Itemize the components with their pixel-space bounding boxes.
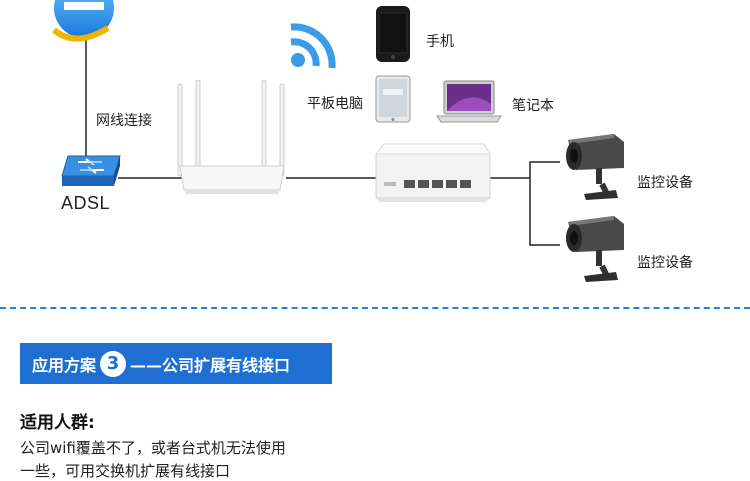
tablet-icon (375, 75, 411, 123)
camera-icon (566, 216, 624, 282)
banner-prefix: 应用方案 (32, 355, 97, 375)
router-icon (177, 80, 285, 194)
description-line-1: 公司wifi覆盖不了，或者台式机无法使用 (20, 439, 286, 457)
camera-2-label: 监控设备 (637, 255, 693, 271)
adsl-label: ADSL (61, 193, 111, 213)
target-users-title: 适用人群: (20, 413, 95, 433)
connection-lines (85, 40, 560, 246)
switch-icon (374, 143, 491, 202)
tablet-label: 平板电脑 (307, 96, 363, 112)
solution-banner: 应用方案 3 ——公司扩展有线接口 (20, 343, 332, 384)
phone-label: 手机 (426, 34, 454, 50)
banner-suffix: ——公司扩展有线接口 (130, 355, 291, 375)
laptop-label: 笔记本 (512, 98, 554, 114)
adsl-modem-icon (61, 155, 121, 186)
description-line-2: 一些，可用交换机扩展有线接口 (20, 462, 231, 480)
phone-icon (376, 6, 410, 62)
camera-1-label: 监控设备 (637, 175, 693, 191)
camera-bracket-line (529, 161, 560, 246)
network-cable-label: 网线连接 (96, 113, 152, 129)
wifi-signal-icon (290, 23, 336, 69)
section-divider (0, 307, 750, 309)
laptop-icon (436, 80, 502, 123)
ie-browser-icon (52, 0, 114, 42)
camera-icon (566, 134, 624, 200)
banner-number: 3 (100, 350, 127, 377)
